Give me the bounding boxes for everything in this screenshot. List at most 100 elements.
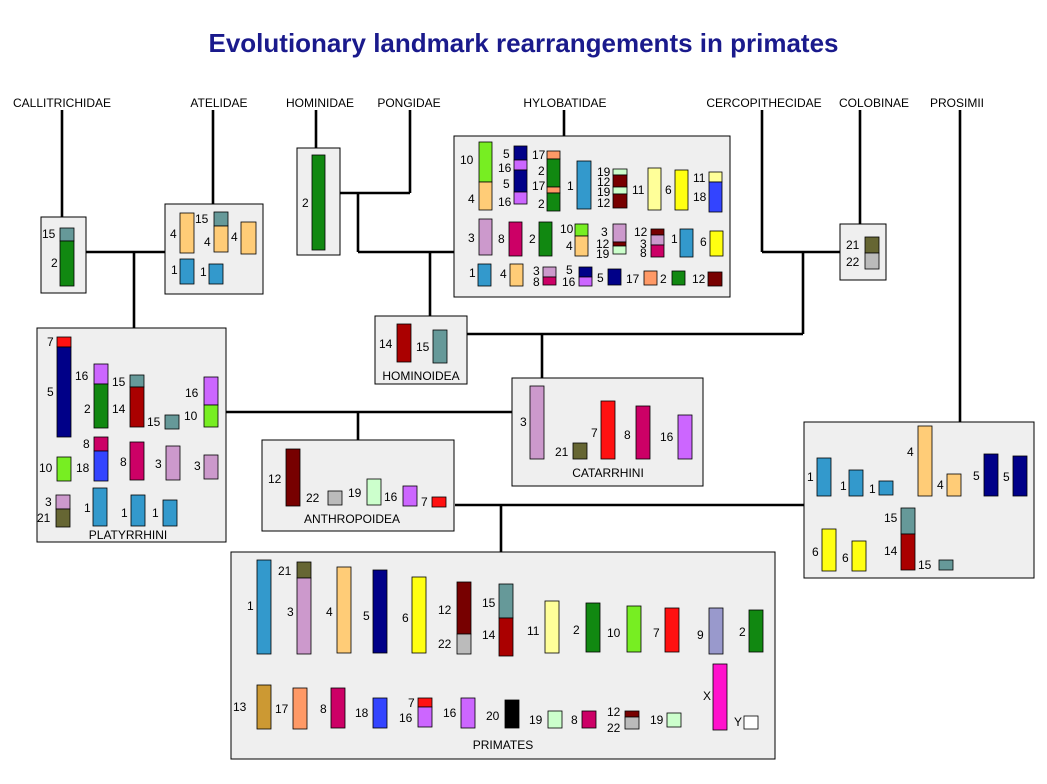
chromosome-number: 7 [408, 696, 415, 710]
chromosome-segment-4 [213, 225, 229, 253]
chromosome: 2 [739, 609, 764, 653]
chromosome: 8 [320, 687, 346, 729]
chromosome-segment-1 [848, 469, 864, 497]
chromosome: 2 [302, 154, 326, 251]
chromosome-number: 8 [320, 702, 327, 716]
chromosome-number: 4 [231, 230, 238, 244]
chromosome-number: 7 [653, 626, 660, 640]
chromosome-number: 15 [195, 212, 209, 226]
chromosome-segment-12 [650, 228, 665, 236]
chromosome: 4 [937, 473, 962, 497]
chromosome-segment-12 [612, 193, 628, 209]
chromosome: 2 [573, 602, 601, 653]
chromosome-segment-4 [946, 473, 962, 497]
chromosome-segment-8 [542, 276, 557, 286]
chromosome-segment-21 [55, 508, 71, 528]
chromosome-segment-16 [677, 414, 693, 460]
chromosome-number: 3 [520, 415, 527, 429]
chromosome-segment-11 [544, 600, 560, 654]
chromosome: 5 [363, 569, 388, 654]
chromosome-number: 2 [51, 256, 58, 270]
rearrangement-boxes: HOMINOIDEACATARRHINIANTHROPOIDEAPLATYRRH… [36, 135, 1035, 760]
chromosome-number: 3 [155, 457, 162, 471]
chromosome-number: 2 [739, 625, 746, 639]
chromosome-number: 11 [632, 183, 645, 197]
chromosome: 1 [469, 263, 492, 287]
chromosome: 1 [84, 487, 108, 527]
chromosome-segment-4 [240, 221, 257, 255]
chromosome: 8 [120, 441, 145, 481]
chromosome-segment-2 [748, 609, 764, 653]
chromosome-segment-7 [56, 336, 72, 348]
chromosome-segment-8 [508, 221, 523, 257]
chromosome-number: 1 [807, 470, 814, 484]
chromosome-number: 14 [112, 402, 126, 416]
chromosome-segment-5 [607, 268, 622, 286]
chromosome-segment-15 [498, 583, 514, 619]
chromosome: 13 [233, 684, 272, 730]
chromosome-number: 20 [486, 709, 500, 723]
chromosome-segment-X [712, 663, 728, 731]
chromosome-number: 12 [268, 472, 282, 486]
chromosome-number: 1 [171, 263, 178, 277]
chromosome-number: 6 [842, 551, 849, 565]
chromosome-number: 15 [416, 340, 430, 354]
chromosome-segment-3 [542, 266, 557, 278]
chromosome-segment-1 [92, 487, 108, 527]
chromosome-number: 8 [498, 232, 505, 246]
chromosome-segment-5 [578, 266, 593, 278]
chromosome: 10 [607, 605, 642, 653]
chromosome-segment-7 [417, 697, 433, 708]
chromosome-number: 5 [503, 177, 510, 191]
chromosome-segment-16 [578, 276, 593, 287]
chromosome-segment-15 [129, 374, 145, 388]
chromosome-number: 15 [112, 375, 126, 389]
chromosome-segment-16 [513, 159, 528, 171]
chromosome: X [703, 663, 728, 731]
chromosome-number: 4 [204, 235, 211, 249]
chromosome: 12 [268, 448, 301, 507]
chromosome-segment-15 [213, 211, 229, 227]
chromosome-segment-19 [612, 245, 627, 255]
chromosome-segment-5 [372, 569, 388, 654]
chromosome-segment-19 [366, 478, 382, 506]
chromosome-number: 5 [566, 263, 573, 277]
chromosome-segment-4 [478, 181, 493, 211]
chromosome-segment-1 [208, 263, 224, 285]
chromosome-number: 19 [597, 165, 611, 179]
chromosome-segment-14 [396, 323, 412, 363]
chromosome-number: 15 [884, 511, 898, 525]
chromosome-segment-8 [330, 687, 346, 729]
chromosome-number: 15 [147, 415, 161, 429]
chromosome-number: 22 [306, 491, 320, 505]
chromosome: 3 [194, 454, 219, 480]
chromosome-number: 7 [421, 495, 428, 509]
chromosome-segment-2 [585, 602, 601, 653]
chromosome-segment-4 [179, 212, 195, 254]
chromosome: 818 [76, 436, 109, 482]
chromosome-number: 8 [83, 437, 90, 451]
chromosome-segment-8 [93, 436, 109, 452]
chromosome-segment-17 [546, 150, 561, 160]
chromosome-number: 12 [596, 237, 610, 251]
chromosome-segment-5 [513, 169, 528, 193]
chromosome-number: 3 [45, 495, 52, 509]
chromosome-number: 1 [152, 506, 159, 520]
taxon-label-atelidae: ATELIDAE [190, 96, 247, 110]
clade-label-platyrrhini: PLATYRRHINI [89, 528, 167, 542]
chromosome-number: 6 [402, 611, 409, 625]
chromosome-segment-7 [600, 400, 616, 460]
chromosome: 1 [869, 480, 894, 496]
chromosome-number: 3 [194, 459, 201, 473]
chromosome-segment-1 [679, 228, 694, 258]
chromosome-number: 4 [907, 445, 914, 459]
chromosome-number: 1 [200, 265, 207, 279]
chromosome-number: 16 [443, 706, 457, 720]
